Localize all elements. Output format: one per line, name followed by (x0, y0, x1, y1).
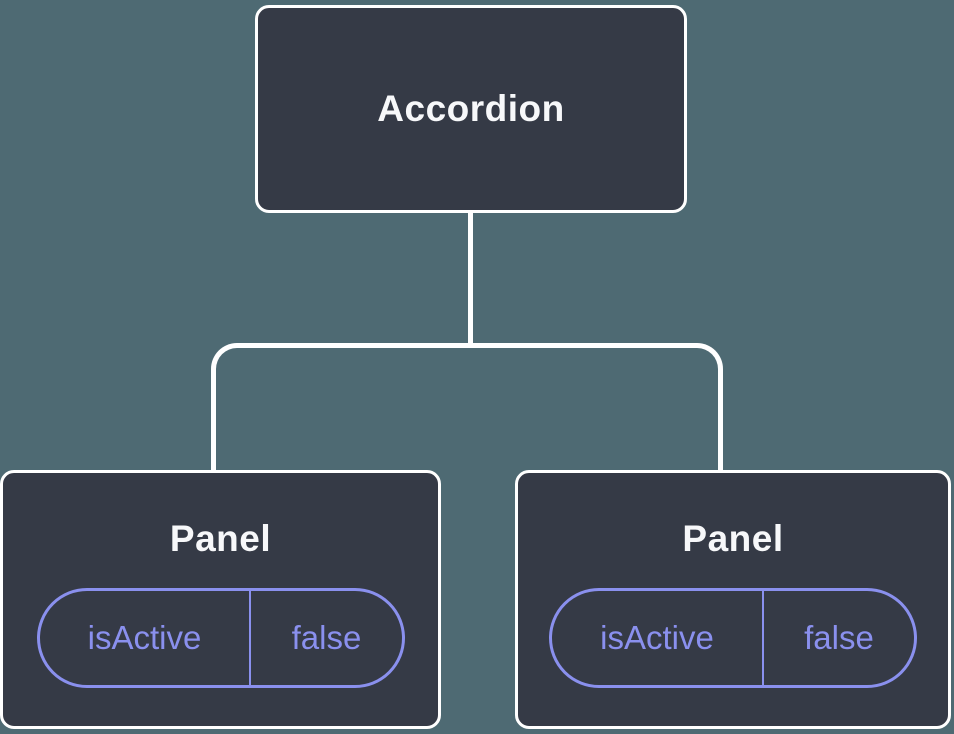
state-key-label: isActive (552, 591, 764, 685)
tree-connector-stem (468, 210, 473, 347)
panel-node-left: Panel isActive false (0, 470, 441, 729)
state-value-label: false (291, 619, 362, 656)
tree-connector-branch (211, 343, 723, 472)
panel-node-label: Panel (682, 518, 784, 559)
state-key-label: isActive (40, 591, 252, 685)
root-node-accordion: Accordion (255, 5, 687, 213)
root-node-label: Accordion (377, 88, 565, 129)
state-pill: isActive false (36, 588, 405, 688)
panel-node-right: Panel isActive false (515, 470, 951, 729)
state-pill: isActive false (549, 588, 917, 688)
state-value-label: false (804, 619, 874, 656)
panel-node-label: Panel (169, 518, 272, 559)
